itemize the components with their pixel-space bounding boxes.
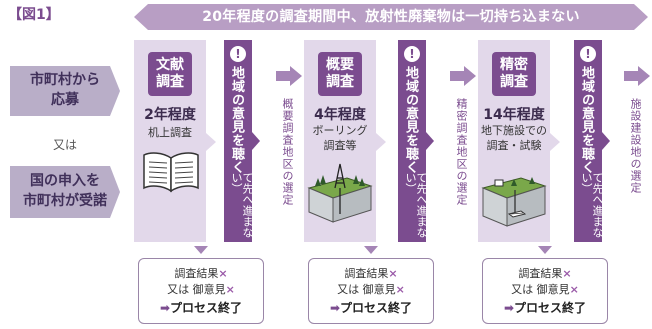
- flow-arrow-icon: [276, 66, 302, 86]
- stage-arrow: [376, 133, 386, 151]
- x-mark-icon: ×: [562, 266, 572, 280]
- opinion-sub-text: （意見に反して先へ進まない）: [581, 172, 614, 238]
- opinion-sub-text: （意見に反して先へ進まない）: [231, 172, 264, 238]
- result-line-2: 又は 御意見×: [337, 282, 405, 299]
- process-end-label: プロセス終了: [170, 300, 243, 315]
- stage-arrow: [550, 133, 560, 151]
- alert-icon: !: [404, 46, 420, 62]
- process-end: ➡プロセス終了: [504, 299, 586, 317]
- process-end: ➡プロセス終了: [160, 299, 242, 317]
- stage-title: 文献 調査: [148, 52, 192, 96]
- result-line-1: 調査結果×: [344, 266, 397, 283]
- stage-period: 2年程度: [144, 107, 196, 123]
- opinion-main-text: 地域の意見を聴く: [403, 66, 418, 174]
- stage-arrow: [206, 133, 216, 151]
- result-text: 又は 御意見: [337, 283, 396, 296]
- arrow-right-icon: ➡: [159, 300, 171, 315]
- stage-method: ボーリング 調査等: [312, 124, 368, 152]
- down-arrow-icon: [538, 246, 552, 254]
- result-line-2: 又は 御意見×: [511, 282, 579, 299]
- opinion-main-text: 地域の意見を聴く: [579, 66, 594, 174]
- result-box: 調査結果× 又は 御意見× ➡プロセス終了: [482, 258, 608, 324]
- result-text: 又は 御意見: [167, 283, 226, 296]
- figure-label: 【図1】: [8, 7, 60, 23]
- x-mark-icon: ×: [388, 266, 398, 280]
- banner-shape: [134, 4, 648, 30]
- result-text: 又は 御意見: [511, 283, 570, 296]
- stage-title: 精密 調査: [492, 52, 536, 96]
- applicant-municipality: 市町村から 応募: [10, 66, 120, 116]
- x-mark-icon: ×: [569, 283, 579, 296]
- flow-arrow-icon: [624, 66, 650, 86]
- selection-label: 精密調査地区の選定: [455, 98, 468, 206]
- arrow-right-icon: ➡: [503, 300, 515, 315]
- opinion-arrow: [602, 132, 610, 150]
- flow-arrow-icon: [450, 66, 476, 86]
- stage-period: 14年程度: [483, 107, 545, 123]
- opinion-panel: [224, 40, 252, 242]
- result-box: 調査結果× 又は 御意見× ➡プロセス終了: [138, 258, 264, 324]
- opinion-main-text: 地域の意見を聴く: [229, 66, 244, 174]
- selection-label: 施設建設地の選定: [629, 98, 642, 194]
- result-text: 調査結果: [344, 266, 389, 280]
- x-mark-icon: ×: [225, 283, 235, 296]
- result-text: 調査結果: [174, 266, 219, 280]
- stage-method: 机上調査: [148, 126, 192, 139]
- boring-drill-icon: [307, 160, 373, 228]
- opinion-arrow: [252, 132, 260, 150]
- banner-text: 20年程度の調査期間中、放射性廃棄物は一切持ち込まない: [202, 9, 580, 25]
- selection-label: 概要調査地区の選定: [281, 98, 294, 206]
- opinion-panel: [574, 40, 602, 242]
- opinion-arrow: [426, 132, 434, 150]
- stage-method: 地下施設での 調査・試験: [481, 124, 547, 152]
- book-icon: [142, 150, 200, 198]
- result-text: 調査結果: [518, 266, 563, 280]
- stage-period: 4年程度: [314, 107, 366, 123]
- process-end-label: プロセス終了: [514, 300, 587, 315]
- alert-icon: !: [230, 46, 246, 62]
- x-mark-icon: ×: [218, 266, 228, 280]
- x-mark-icon: ×: [395, 283, 405, 296]
- result-box: 調査結果× 又は 御意見× ➡プロセス終了: [308, 258, 434, 324]
- result-line-2: 又は 御意見×: [167, 282, 235, 299]
- underground-facility-icon: [481, 166, 547, 232]
- down-arrow-icon: [364, 246, 378, 254]
- process-end: ➡プロセス終了: [330, 299, 412, 317]
- result-line-1: 調査結果×: [518, 266, 571, 283]
- down-arrow-icon: [194, 246, 208, 254]
- alert-icon: !: [580, 46, 596, 62]
- stage-title: 概要 調査: [318, 52, 362, 96]
- process-end-label: プロセス終了: [340, 300, 413, 315]
- opinion-panel: [398, 40, 426, 242]
- result-line-1: 調査結果×: [174, 266, 227, 283]
- opinion-sub-text: （意見に反して先へ進まない）: [405, 172, 438, 238]
- arrow-right-icon: ➡: [329, 300, 341, 315]
- or-label: 又は: [52, 138, 77, 152]
- applicant-national: 国の申入を 市町村が受諾: [10, 166, 120, 218]
